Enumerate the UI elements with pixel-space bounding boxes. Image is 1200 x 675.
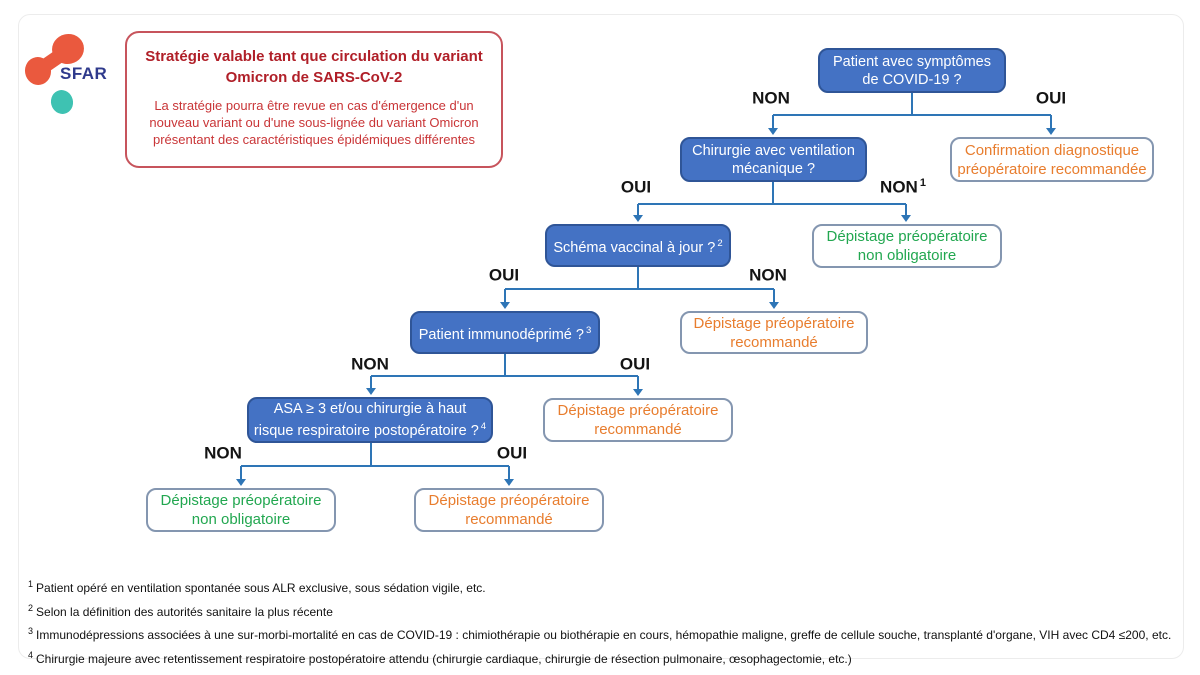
branch-label-oui-3: OUI — [488, 265, 520, 285]
node-vaccination-status: Schéma vaccinal à jour ?2 — [545, 224, 731, 267]
branch-label-non-4: NON — [351, 354, 389, 374]
strategy-notice-title: Stratégie valable tant que circulation d… — [145, 48, 483, 86]
node-asa-respiratory-risk: ASA ≥ 3 et/ou chirurgie à haut risque re… — [247, 397, 493, 443]
outcome-diagnostic-confirmation: Confirmation diagnostique préopératoire … — [950, 137, 1154, 182]
outcome-screening-recommended-3: Dépistage préopératoire recommandé — [414, 488, 604, 532]
branch-label-oui-4: OUI — [619, 354, 651, 374]
branch-label-oui-1: OUI — [1035, 88, 1067, 108]
sfar-logo-text: SFAR — [60, 64, 108, 83]
strategy-notice: Stratégie valable tant que circulation d… — [125, 31, 503, 168]
branch-label-non-5: NON — [204, 443, 242, 463]
outcome-screening-recommended-2: Dépistage préopératoire recommandé — [543, 398, 733, 442]
branch-label-non-1: NON — [752, 88, 790, 108]
outcome-screening-not-required-1: Dépistage préopératoire non obligatoire — [812, 224, 1002, 268]
outcome-screening-not-required-2: Dépistage préopératoire non obligatoire — [146, 488, 336, 532]
node-patient-symptoms: Patient avec symptômes de COVID-19 ? — [818, 48, 1006, 93]
strategy-notice-body: La stratégie pourra être revue en cas d'… — [149, 98, 479, 147]
node-immunocompromised: Patient immunodéprimé ?3 — [410, 311, 600, 354]
node-mechanical-ventilation: Chirurgie avec ventilation mécanique ? — [680, 137, 867, 182]
branch-label-non-3: NON — [749, 265, 787, 285]
branch-label-oui-2: OUI — [620, 177, 652, 197]
outcome-screening-recommended-1: Dépistage préopératoire recommandé — [680, 311, 868, 354]
sfar-logo-icon — [24, 33, 84, 114]
branch-label-oui-5: OUI — [496, 443, 528, 463]
